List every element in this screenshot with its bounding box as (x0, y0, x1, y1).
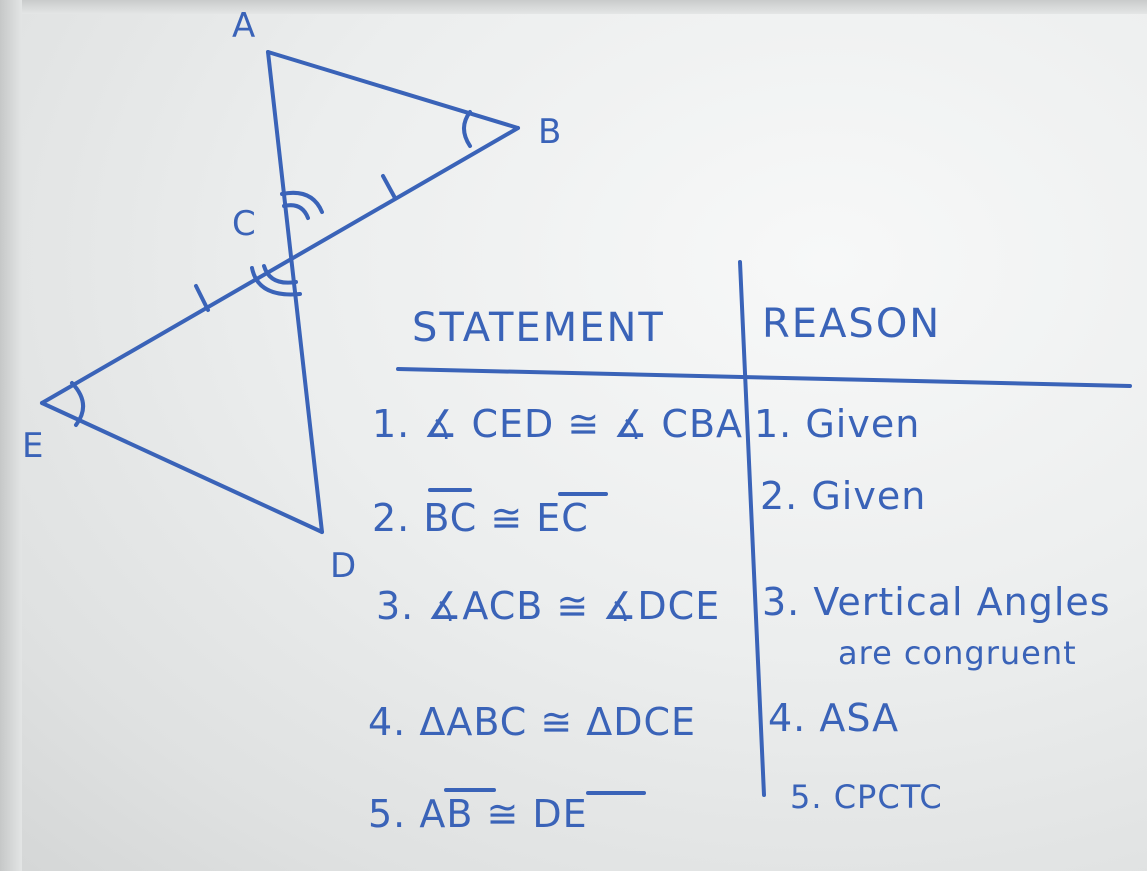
angle-b-arc (462, 110, 472, 148)
angle-dce-arc-outer (250, 266, 302, 297)
whiteboard-frame-top (0, 0, 1147, 14)
table-vertical-rule (738, 260, 766, 797)
angle-acb-arc-inner (282, 203, 310, 220)
segment-ab (266, 50, 520, 130)
table-horizontal-rule (396, 367, 1132, 388)
reason-4: 4. ASA (768, 696, 900, 740)
statement-5: 5. AB ≅ DE (368, 792, 588, 836)
vertex-label-c: C (232, 204, 257, 244)
reason-2: 2. Given (760, 474, 927, 518)
statement-3: 3. ∡ACB ≅ ∡DCE (376, 584, 721, 628)
reason-5: 5. CPCTC (790, 778, 943, 816)
angle-dce-arc-inner (262, 264, 298, 285)
tick-mark-ec (194, 284, 210, 312)
reason-header: REASON (762, 301, 942, 347)
statement-2: 2. BC ≅ EC (372, 496, 589, 540)
segment-ad (266, 50, 324, 534)
whiteboard-frame-left (0, 0, 22, 871)
reason-1: 1. Given (754, 402, 921, 446)
tick-mark-bc (381, 174, 397, 200)
vertex-label-e: E (22, 426, 45, 466)
vertex-label-b: B (538, 112, 563, 152)
segment-be (40, 126, 520, 405)
reason-3: 3. Vertical Angles (762, 580, 1111, 624)
angle-acb-arc-outer (280, 190, 324, 214)
statement-1: 1. ∡ CED ≅ ∡ CBA (372, 402, 744, 446)
reason-3-continued: are congruent (838, 634, 1077, 672)
segment-ed (40, 401, 324, 534)
angle-e-arc (70, 381, 85, 427)
statement-header: STATEMENT (412, 305, 665, 351)
statement-4: 4. ΔABC ≅ ΔDCE (368, 700, 697, 744)
vertex-label-d: D (330, 546, 358, 586)
vertex-label-a: A (232, 6, 257, 46)
